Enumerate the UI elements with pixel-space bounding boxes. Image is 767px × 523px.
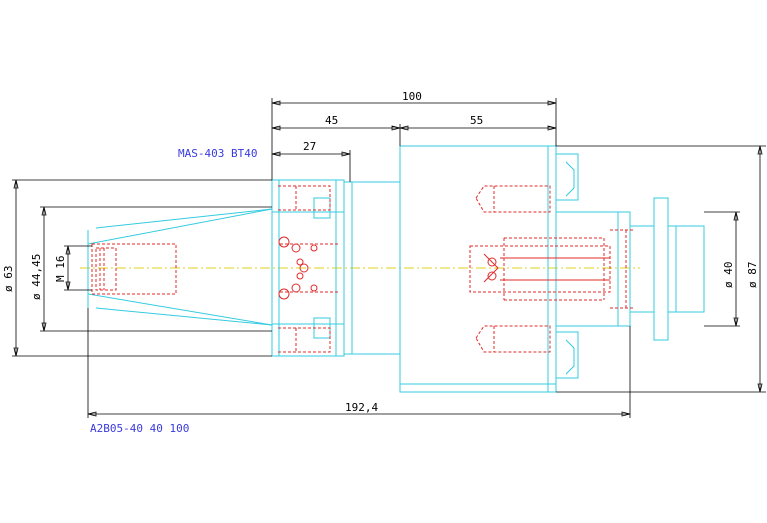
hidden-features: [91, 185, 634, 353]
dim-dia-flange: ø 63: [2, 266, 15, 293]
part-code-label: A2B05-40 40 100: [90, 422, 189, 435]
dim-segment-left: 45: [325, 114, 338, 127]
dim-overall-length: 100: [402, 90, 422, 103]
dim-taper-segment: 27: [303, 140, 316, 153]
dim-dia-taper: ø 44,45: [30, 254, 43, 300]
dimension-lines: [12, 98, 766, 418]
dim-total-length: 192,4: [345, 401, 378, 414]
dim-dia-body: ø 87: [746, 262, 759, 289]
dim-segment-right: 55: [470, 114, 483, 127]
tool-holder-outline: [87, 145, 705, 393]
dim-dia-shank: ø 40: [722, 262, 735, 289]
dim-thread: M 16: [54, 256, 67, 283]
taper-standard-label: MAS-403 BT40: [178, 147, 257, 160]
